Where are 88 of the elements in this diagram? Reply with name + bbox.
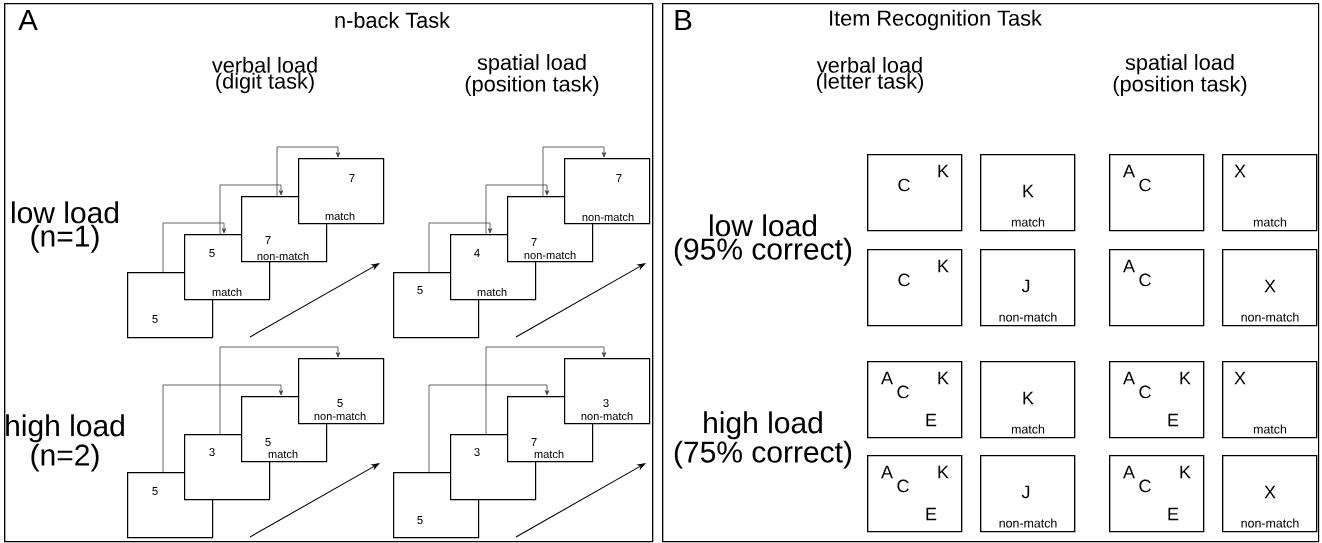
stimulus-letter: K: [938, 164, 949, 178]
stimulus-letter: C: [1139, 178, 1151, 192]
response-label: non-match: [1241, 518, 1299, 528]
panel-letter: B: [675, 9, 692, 31]
column-heading: verbal load (digit task): [211, 56, 317, 94]
stimulus-letter: C: [897, 385, 909, 399]
response-label: match: [325, 211, 355, 221]
response-label: non-match: [1241, 312, 1299, 322]
stimulus-letter: X: [1264, 279, 1276, 293]
response-label: non-match: [582, 212, 634, 222]
stimulus-letter: X: [1264, 485, 1276, 499]
stimulus-letter: K: [1023, 184, 1034, 198]
stimulus-digit: 5: [265, 438, 271, 446]
stimulus-digit: 3: [474, 448, 480, 456]
stimulus-digit: 7: [265, 236, 271, 244]
stimulus-digit: 7: [531, 438, 537, 446]
stimulus-letter: X: [1234, 164, 1246, 178]
response-label: match: [268, 449, 298, 459]
stimulus-letter: C: [898, 178, 910, 192]
stimulus-digit: 7: [531, 238, 537, 246]
panel-title: n-back Task: [335, 12, 450, 28]
response-label: non-match: [999, 312, 1057, 322]
stimulus-letter: K: [938, 465, 949, 479]
stimulus-digit: 4: [474, 249, 480, 257]
stimulus-digit: 7: [616, 174, 622, 182]
response-label: non-match: [999, 518, 1057, 528]
stimulus-letter: E: [1168, 413, 1179, 427]
arrow: [428, 384, 550, 473]
stimulus-letter: K: [938, 259, 949, 273]
stimulus-letter: K: [1023, 391, 1034, 405]
arrow: [162, 222, 227, 273]
stimulus-digit: 3: [603, 399, 609, 407]
stimulus-digit: 3: [209, 448, 215, 456]
stimulus-letter: E: [1168, 507, 1179, 521]
arrow: [219, 184, 284, 235]
arrow: [542, 146, 607, 197]
response-label: non-match: [524, 250, 576, 260]
response-label: match: [212, 287, 242, 297]
column-heading: spatial load (position task): [465, 54, 599, 96]
stimulus-letter: C: [897, 479, 909, 493]
stimulus-letter: C: [1139, 479, 1151, 493]
stimulus-digit: 5: [152, 315, 158, 323]
response-label: non-match: [581, 411, 633, 421]
stimulus-letter: A: [881, 371, 893, 385]
stimulus-letter: C: [1139, 273, 1151, 287]
panel-letter: A: [18, 9, 38, 31]
stimulus-letter: K: [1180, 371, 1191, 385]
row-label: high load (n=2): [6, 414, 124, 472]
arrow: [162, 384, 284, 473]
response-label: match: [1011, 217, 1045, 227]
stimulus-digit: 5: [209, 249, 215, 257]
column-heading: verbal load (letter task): [816, 56, 923, 94]
stimulus-digit: 5: [417, 286, 423, 294]
stimulus-letter: C: [898, 273, 910, 287]
arrow: [485, 346, 607, 435]
stimulus-letter: A: [881, 465, 893, 479]
stimulus-letter: J: [1021, 279, 1030, 293]
stimulus-letter: E: [926, 413, 937, 427]
stimulus-digit: 5: [337, 399, 343, 407]
stimulus-digit: 7: [349, 174, 355, 182]
stimulus-letter: X: [1234, 371, 1246, 385]
response-label: match: [1253, 424, 1287, 434]
row-label: low load (95% correct): [674, 214, 852, 266]
arrow: [219, 346, 341, 435]
stimulus-letter: K: [1180, 465, 1191, 479]
stimulus-letter: A: [1123, 164, 1135, 178]
stimulus-letter: K: [938, 371, 949, 385]
stimulus-digit: 5: [152, 487, 158, 495]
response-label: non-match: [257, 251, 309, 261]
response-label: match: [1253, 217, 1287, 227]
row-label: high load (75% correct): [674, 411, 852, 469]
response-label: match: [534, 449, 564, 459]
column-heading: spatial load (position task): [1113, 54, 1247, 96]
stimulus-letter: C: [1139, 385, 1151, 399]
stimulus-letter: E: [926, 507, 937, 521]
arrow: [485, 184, 550, 235]
row-label: low load (n=1): [12, 201, 119, 253]
response-label: match: [477, 287, 507, 297]
stimulus-letter: J: [1021, 485, 1030, 499]
stimulus-letter: A: [1123, 465, 1135, 479]
stimulus-letter: A: [1123, 371, 1135, 385]
response-label: match: [1011, 424, 1045, 434]
stimulus-digit: 5: [417, 516, 423, 524]
panel-title: Item Recognition Task: [830, 9, 1042, 31]
stimulus-letter: A: [1123, 259, 1135, 273]
response-label: non-match: [314, 411, 366, 421]
arrow: [428, 222, 493, 273]
arrow: [276, 146, 341, 197]
